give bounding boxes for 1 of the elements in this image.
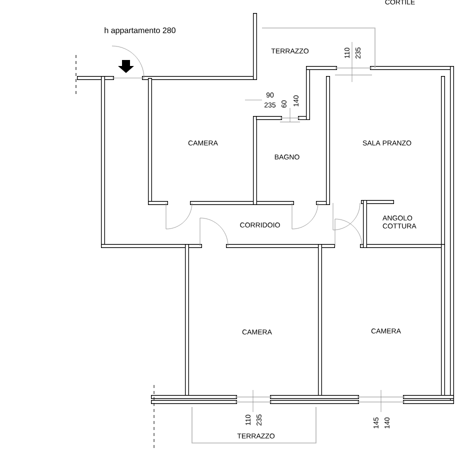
height-note: h appartamento 280: [104, 27, 176, 35]
